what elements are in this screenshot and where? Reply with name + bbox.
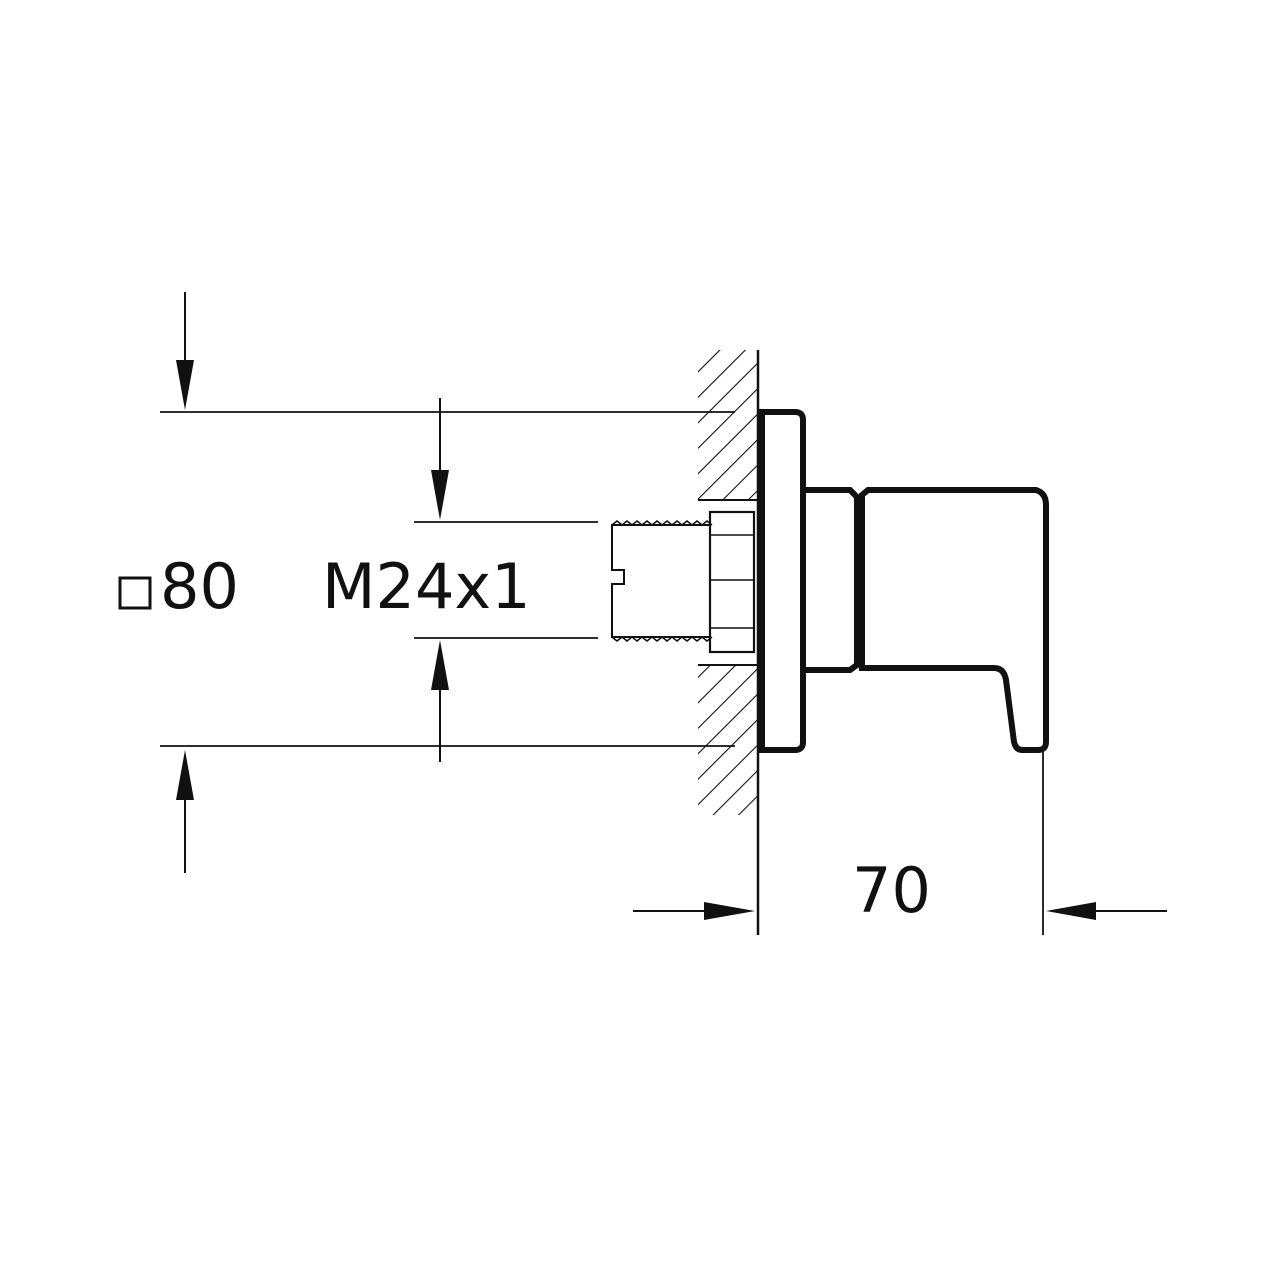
thread-arrow-top-head: [431, 470, 449, 520]
dimension-projection: [633, 752, 1167, 935]
rosette-plate: [759, 409, 806, 753]
thread-size-label: M24x1: [322, 550, 531, 623]
dimension-rosette: [160, 292, 735, 873]
thread-body: [611, 524, 711, 638]
projection-label: 70: [852, 854, 931, 927]
rosette-outline: [759, 409, 806, 753]
thread-teeth-top: [611, 520, 713, 526]
thread-teeth-bottom: [611, 636, 713, 642]
wall-section: [698, 350, 760, 935]
hex-nut: [708, 510, 756, 654]
projection-arrow-right-head: [1046, 902, 1096, 920]
handle-lever: [859, 487, 1049, 753]
rosette-size-label: 80: [160, 550, 239, 623]
dimension-arrow-bottom-head: [176, 750, 194, 800]
square-symbol-icon: [118, 576, 152, 610]
handle-collar: [806, 487, 860, 673]
dimension-labels: 80 M24x1 70: [118, 550, 931, 927]
wall-hatch-lower: [698, 665, 758, 815]
thread-arrow-bottom-head: [431, 640, 449, 690]
wall-hatch-upper: [698, 350, 758, 500]
projection-arrow-left-head: [704, 902, 755, 920]
mixer-handle: [806, 487, 1049, 753]
threaded-spindle: [611, 510, 756, 654]
dimension-thread: [414, 398, 598, 762]
dimension-arrow-top-head: [176, 360, 194, 410]
